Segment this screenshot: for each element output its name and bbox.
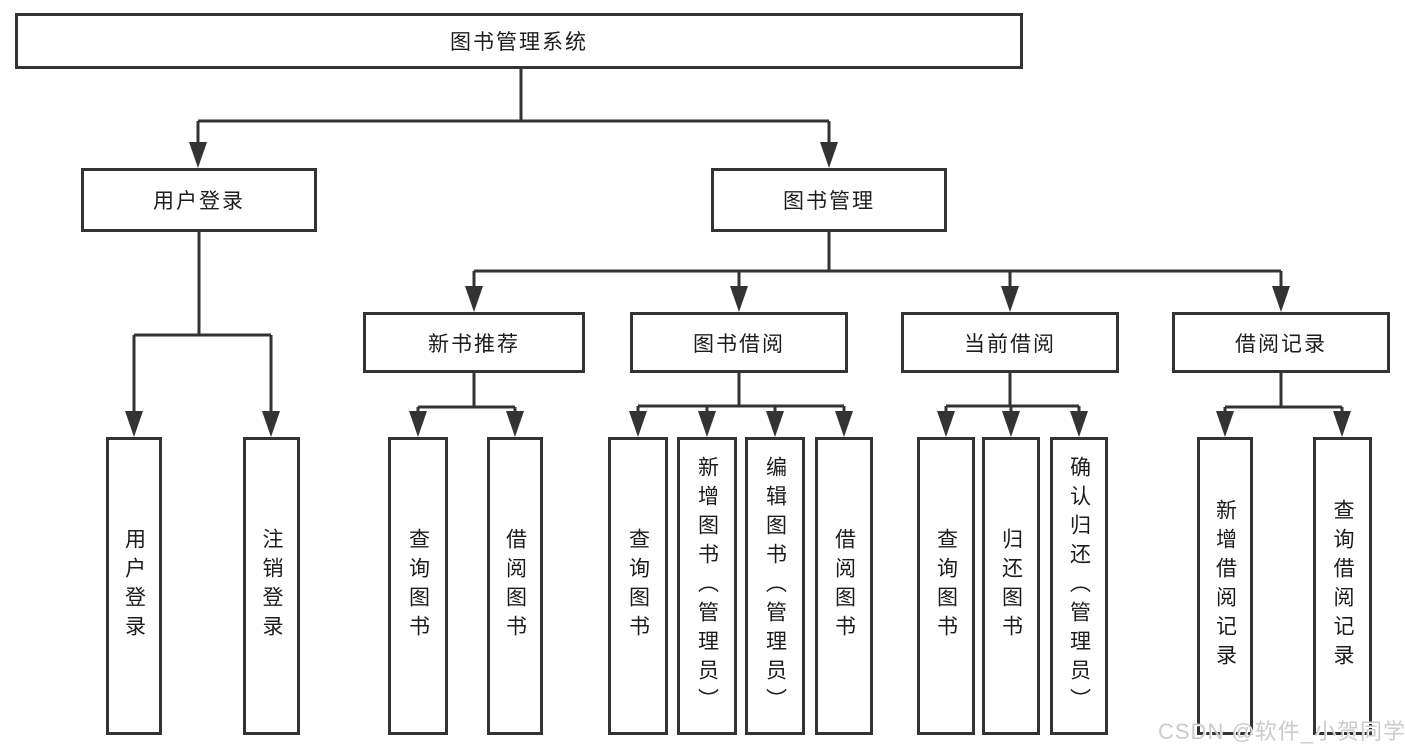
leaf-user-login: 用户登录 [106, 437, 162, 735]
node-root-library-system: 图书管理系统 [15, 13, 1023, 69]
node-label: 注销登录 [260, 528, 283, 644]
leaf-query-book-current: 查询图书 [917, 437, 975, 735]
leaf-return-book: 归还图书 [982, 437, 1040, 735]
node-label: 新书推荐 [428, 332, 520, 356]
node-label: 当前借阅 [964, 332, 1056, 356]
leaf-query-book-borrow: 查询图书 [608, 437, 668, 735]
node-label: 借阅记录 [1235, 332, 1327, 356]
node-label: 借阅图书 [503, 528, 527, 644]
leaf-confirm-return-admin: 确认归还︵管理员︶ [1050, 437, 1108, 735]
node-label: 图书管理 [783, 190, 875, 213]
node-label: 查询借阅记录 [1331, 499, 1354, 673]
node-label: 新增图书︵管理员︶ [695, 455, 719, 717]
node-label: 用户登录 [122, 528, 146, 644]
node-label: 查询图书 [934, 528, 958, 644]
node-label: 编辑图书︵管理员︶ [763, 455, 787, 717]
node-current-borrow: 当前借阅 [901, 312, 1119, 373]
node-label: 确认归还︵管理员︶ [1067, 455, 1091, 717]
node-label: 图书借阅 [693, 332, 785, 356]
node-label: 用户登录 [153, 190, 245, 213]
leaf-add-book-admin: 新增图书︵管理员︶ [677, 437, 737, 735]
leaf-borrow-book: 借阅图书 [815, 437, 873, 735]
node-label: 查询图书 [626, 528, 650, 644]
csdn-watermark: CSDN @软件_小贺同学 [1158, 719, 1405, 744]
node-user-login-branch: 用户登录 [81, 168, 317, 232]
node-label: 图书管理系统 [450, 31, 588, 54]
node-label: 查询图书 [406, 528, 430, 644]
leaf-edit-book-admin: 编辑图书︵管理员︶ [745, 437, 805, 735]
leaf-query-book-newbook: 查询图书 [388, 437, 448, 735]
leaf-logout: 注销登录 [243, 437, 300, 735]
node-book-management-branch: 图书管理 [711, 168, 947, 232]
node-label: 归还图书 [999, 528, 1023, 644]
node-book-borrow: 图书借阅 [630, 312, 848, 373]
node-new-book-recommend: 新书推荐 [363, 312, 585, 373]
node-label: 新增借阅记录 [1213, 499, 1237, 673]
leaf-query-borrow-record: 查询借阅记录 [1313, 437, 1372, 735]
leaf-borrow-book-newbook: 借阅图书 [487, 437, 543, 735]
node-label: 借阅图书 [832, 528, 856, 644]
node-borrow-record: 借阅记录 [1172, 312, 1390, 373]
leaf-add-borrow-record: 新增借阅记录 [1197, 437, 1253, 735]
